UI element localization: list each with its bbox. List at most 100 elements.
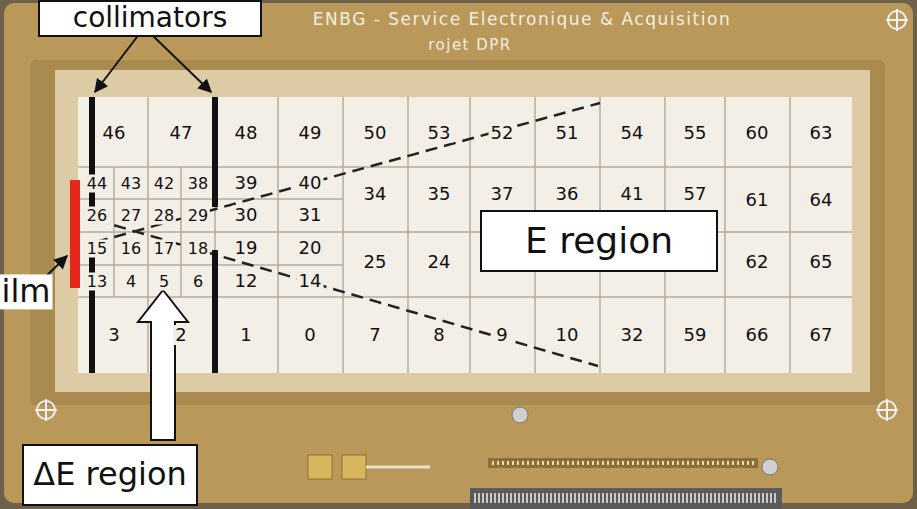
pad-number: 65 (808, 252, 835, 272)
pad-number: 27 (119, 206, 143, 225)
pad-number-text: 1 (238, 325, 253, 345)
pad-number-text: 15 (85, 240, 109, 258)
pad-number-text: 27 (119, 207, 143, 225)
pad-number: 67 (808, 325, 835, 345)
pad-number: 66 (744, 325, 771, 345)
annotation-label: ilm (0, 274, 52, 309)
pad-number: 37 (489, 184, 516, 204)
pad-number-text: 52 (489, 123, 516, 143)
pcb-text: rojet DPR (426, 37, 514, 54)
pad-number-text: 14 (297, 271, 324, 291)
pad-number-text: 35 (426, 184, 453, 204)
pad-number: 36 (554, 184, 581, 204)
connector-pins (492, 461, 754, 465)
pad-number-text: 60 (744, 123, 771, 143)
pad-number-text: 38 (186, 175, 210, 193)
connector-pads (488, 458, 758, 468)
region-label-box: ΔE region (22, 444, 198, 506)
pad-number: 13 (85, 272, 109, 291)
pad-number: 42 (152, 174, 176, 193)
pad-number-text: 12 (233, 271, 260, 291)
pad-number: 14 (297, 271, 324, 291)
pad-number-text: 19 (233, 238, 260, 258)
pad-border (78, 296, 852, 298)
pad-number-text: 13 (85, 273, 109, 291)
box-text: E region (525, 221, 673, 261)
pad-border (277, 97, 279, 373)
pad-number: 12 (233, 271, 260, 291)
pad-border (407, 97, 409, 373)
pad-number: 29 (186, 206, 210, 225)
pad-number-text: 63 (808, 123, 835, 143)
pad-number: 52 (489, 123, 516, 143)
pad-number: 17 (152, 239, 176, 258)
pad-number-text: 32 (619, 325, 646, 345)
pad-number-text: 7 (367, 325, 382, 345)
pad-number-text: 57 (682, 184, 709, 204)
trace (366, 466, 430, 469)
pad-number-text: 24 (426, 252, 453, 272)
pad-number: 1 (238, 325, 253, 345)
pad-number: 8 (431, 325, 446, 345)
ribbon-connector (470, 488, 782, 509)
pad-number: 20 (297, 238, 324, 258)
box-text: ΔE region (33, 457, 186, 492)
pad-number-text: 25 (362, 252, 389, 272)
pad-number: 53 (426, 123, 453, 143)
pad-number: 43 (119, 174, 143, 193)
pad-number: 41 (619, 184, 646, 204)
pad-number-text: 28 (152, 207, 176, 225)
pad-border (180, 167, 182, 297)
pad-number-text: 41 (619, 184, 646, 204)
pad-number: 18 (186, 239, 210, 258)
pad-number: 40 (297, 173, 324, 193)
pad-grid (78, 97, 852, 373)
pad-number: 49 (297, 123, 324, 143)
pad-number: 62 (744, 252, 771, 272)
pad-number: 9 (494, 325, 509, 345)
pcb-silkscreen: ENBG - Service Electronique & Acquisitio… (311, 10, 733, 29)
annotation-text: ilm (0, 274, 52, 309)
pad-border (113, 167, 115, 297)
pad-number-text: 4 (124, 273, 138, 291)
pad-number-text: 29 (186, 207, 210, 225)
pad-number: 59 (682, 325, 709, 345)
leader-arrow (95, 33, 140, 92)
pad-number-text: 55 (682, 123, 709, 143)
pad-number-text: 61 (744, 190, 771, 210)
pad-number: 38 (186, 174, 210, 193)
pad-number-text: 2 (173, 325, 188, 345)
pad-number-text: 9 (494, 325, 509, 345)
pad-number: 34 (362, 184, 389, 204)
pad-number: 16 (119, 239, 143, 258)
pad-number-text: 43 (119, 175, 143, 193)
pad-number: 57 (682, 184, 709, 204)
pad-number: 7 (367, 325, 382, 345)
pad-number: 61 (744, 190, 771, 210)
pad-number: 3 (106, 325, 121, 345)
pad-number-text: 37 (489, 184, 516, 204)
pad-number: 32 (619, 325, 646, 345)
connector-teeth (474, 493, 778, 503)
pad-border (724, 97, 726, 373)
solder-pad (308, 455, 332, 479)
callout-box: collimators (38, 0, 262, 37)
pad-number: 48 (233, 123, 260, 143)
pad-number: 6 (191, 272, 205, 291)
pad-number-text: 36 (554, 184, 581, 204)
pad-number-text: 18 (186, 240, 210, 258)
pad-number-text: 40 (297, 173, 324, 193)
pad-number: 55 (682, 123, 709, 143)
pad-number: 24 (426, 252, 453, 272)
pad-number: 51 (554, 123, 581, 143)
pad-number-text: 42 (152, 175, 176, 193)
pad-number: 46 (101, 123, 128, 143)
pad-number: 0 (302, 325, 317, 345)
leader-arrow (150, 33, 211, 92)
pad-number: 35 (426, 184, 453, 204)
pad-number: 2 (173, 325, 188, 345)
pad-number: 47 (168, 123, 195, 143)
collimator-bar (212, 97, 218, 207)
